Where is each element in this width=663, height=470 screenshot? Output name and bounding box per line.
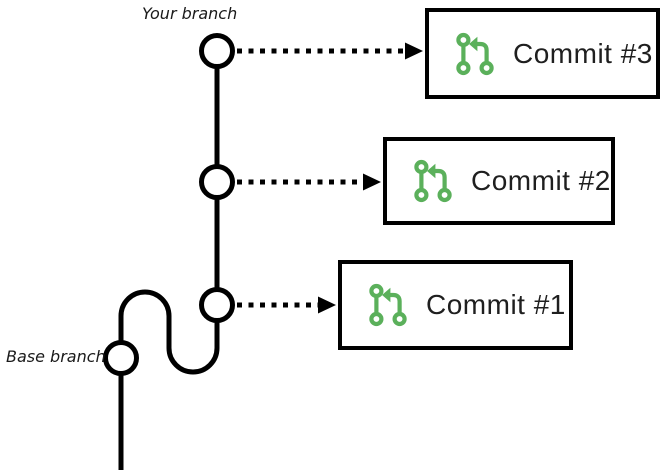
- base-branch-node: [103, 340, 139, 376]
- arrowhead-icon: [363, 173, 381, 191]
- commit-node-1: [199, 287, 235, 323]
- git-pull-request-icon: [369, 283, 407, 327]
- commit-card-2: Commit #2: [383, 137, 615, 225]
- commit-card-3: Commit #3: [425, 8, 660, 99]
- commit-label: Commit #2: [471, 165, 611, 196]
- base-branch-label: Base branch: [6, 347, 106, 366]
- commit-label: Commit #3: [513, 37, 653, 69]
- commit-card-1: Commit #1: [338, 260, 573, 350]
- arrowhead-icon: [318, 296, 336, 314]
- branch-merge-curve: [118, 289, 220, 375]
- your-branch-label: Your branch: [142, 4, 238, 23]
- git-pull-request-icon: [414, 159, 452, 203]
- commit-label: Commit #1: [426, 289, 566, 320]
- commit-node-2: [199, 164, 235, 200]
- arrowhead-icon: [405, 42, 423, 60]
- commit-node-3: [199, 33, 235, 69]
- git-pull-request-icon: [456, 32, 494, 75]
